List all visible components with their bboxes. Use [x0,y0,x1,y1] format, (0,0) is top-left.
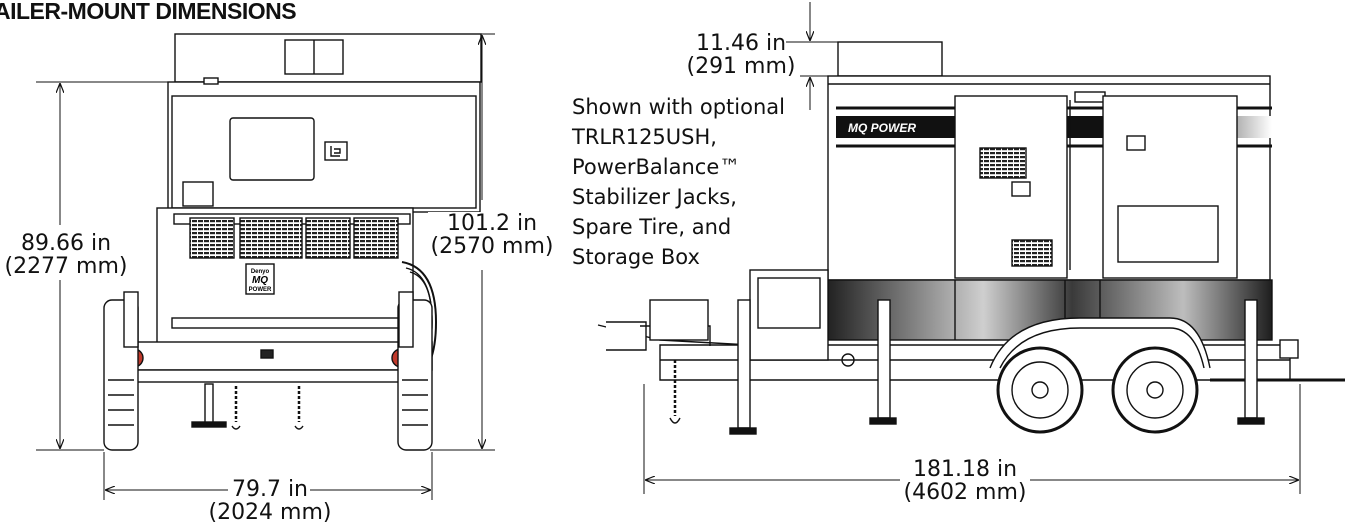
svg-text:125: 125 [1198,121,1218,135]
note-line: Spare Tire, and [572,215,732,239]
front-width-in: 79.7 in [231,477,309,502]
note-line: TRLR125USH, [572,125,717,149]
note-line: Shown with optional [572,95,785,119]
options-note: Shown with optional TRLR125USH, PowerBal… [572,92,785,272]
front-view [103,33,482,451]
front-overall-height-mm: (2570 mm) [430,234,554,259]
front-overall-height-label: 101.2 in (2570 mm) [428,212,556,258]
side-view [597,41,1345,435]
front-height-in: 89.66 in [20,231,112,256]
front-overall-height-in: 101.2 in [446,211,538,236]
side-length-label: 181.18 in (4602 mm) [900,458,1030,504]
front-width-label: 79.7 in (2024 mm) [202,478,338,524]
note-line: Stabilizer Jacks, [572,185,737,209]
front-height-label: 89.66 in (2277 mm) [2,232,130,278]
stripe-labels: MQ POWER 125 [848,121,1218,135]
exhaust-height-in: 11.46 in [695,31,787,56]
svg-text:POWER: POWER [249,287,272,293]
front-width-mm: (2024 mm) [208,500,332,525]
exhaust-height-label: 11.46 in (291 mm) [682,32,800,78]
svg-text:MQ: MQ [252,275,268,286]
svg-text:MQ POWER: MQ POWER [848,121,916,135]
note-line: Storage Box [572,245,700,269]
side-dimension-lines [643,2,1301,494]
brand-badge: Denyo MQ POWER [249,269,272,293]
front-height-mm: (2277 mm) [4,254,128,279]
exhaust-height-mm: (291 mm) [686,54,796,79]
svg-text:Denyo: Denyo [251,269,270,275]
side-length-mm: (4602 mm) [903,480,1027,505]
page-title: AILER-MOUNT DIMENSIONS [0,0,297,24]
note-line: PowerBalance™ [572,155,741,179]
side-length-in: 181.18 in [912,457,1018,482]
front-dimension-lines [36,33,495,500]
